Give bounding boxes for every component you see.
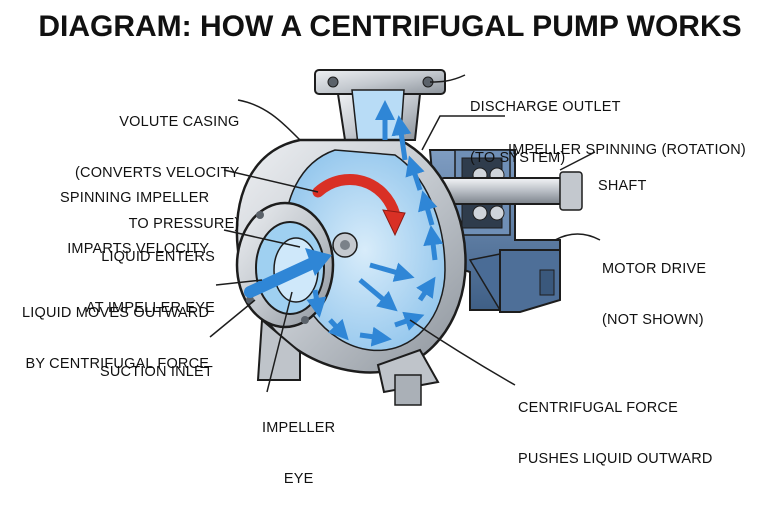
label-liquid-enters-line2: AT IMPELLER EYE: [86, 300, 215, 316]
label-liquid-moves: LIQUID MOVES OUTWARD BY CENTRIFUGAL FORC…: [22, 271, 209, 407]
label-motor-drive: MOTOR DRIVE (NOT SHOWN): [602, 227, 706, 363]
shaft: [439, 171, 583, 211]
label-volute-casing-line1: VOLUTE CASING: [119, 114, 240, 130]
label-shaft-line1: SHAFT: [598, 178, 647, 194]
label-volute-casing-line3: TO PRESSURE): [128, 216, 240, 232]
label-suction-inlet-line1: SUCTION INLET: [100, 364, 213, 380]
label-discharge-outlet-line1: DISCHARGE OUTLET: [470, 99, 621, 115]
rotation-arrow: [312, 173, 401, 221]
suction-inlet-flange: [235, 201, 335, 329]
label-discharge-outlet: DISCHARGE OUTLET (TO SYSTEM): [470, 65, 621, 201]
motor-bracket: [428, 149, 561, 313]
inlet-flow-arrow: [244, 256, 321, 298]
label-centrifugal-force: CENTRIFUGAL FORCE PUSHES LIQUID OUTWARD: [518, 366, 713, 502]
diagram-title: DIAGRAM: HOW A CENTRIFUGAL PUMP WORKS: [38, 10, 742, 43]
label-motor-drive-line2: (NOT SHOWN): [602, 312, 704, 328]
label-discharge-outlet-line2: (TO SYSTEM): [470, 150, 566, 166]
label-centrifugal-force-line2: PUSHES LIQUID OUTWARD: [518, 451, 713, 467]
label-spinning-impeller-line1: SPINNING IMPELLER: [60, 190, 210, 206]
rotation-arrowhead: [382, 209, 406, 237]
inlet-flow-arrowhead: [305, 248, 332, 276]
label-liquid-enters-line1: LIQUID ENTERS: [101, 249, 215, 265]
label-spinning-impeller: SPINNING IMPELLER IMPARTS VELOCITY: [60, 156, 209, 292]
label-suction-inlet: SUCTION INLET: [100, 330, 213, 415]
leader-lines: [209, 74, 601, 393]
label-impeller-spinning: IMPELLER SPINNING (ROTATION): [508, 108, 746, 193]
impeller-hub: [332, 232, 358, 258]
label-impeller-eye-line1: IMPELLER: [262, 420, 336, 436]
label-impeller-eye-line2: EYE: [283, 471, 314, 487]
label-volute-casing: VOLUTE CASING (CONVERTS VELOCITY TO PRES…: [75, 80, 239, 267]
label-centrifugal-force-line1: CENTRIFUGAL FORCE: [518, 400, 678, 416]
discharge-nozzle: [314, 69, 446, 146]
label-liquid-moves-line2: BY CENTRIFUGAL FORCE: [25, 356, 210, 372]
label-impeller-eye: IMPELLER EYE: [262, 386, 335, 522]
label-volute-casing-line2: (CONVERTS VELOCITY: [75, 165, 240, 181]
pump-diagram: DIAGRAM: HOW A CENTRIFUGAL PUMP WORKS: [22, 10, 746, 487]
label-impeller-spinning-line1: IMPELLER SPINNING (ROTATION): [508, 142, 746, 158]
label-liquid-moves-line1: LIQUID MOVES OUTWARD: [22, 305, 210, 321]
flow-arrows: [306, 100, 444, 347]
label-motor-drive-line1: MOTOR DRIVE: [602, 261, 707, 277]
label-shaft: SHAFT: [598, 144, 647, 229]
label-liquid-enters: LIQUID ENTERS AT IMPELLER EYE: [86, 215, 215, 351]
label-spinning-impeller-line2: IMPARTS VELOCITY: [67, 241, 210, 257]
pump-illustration: [209, 69, 601, 406]
